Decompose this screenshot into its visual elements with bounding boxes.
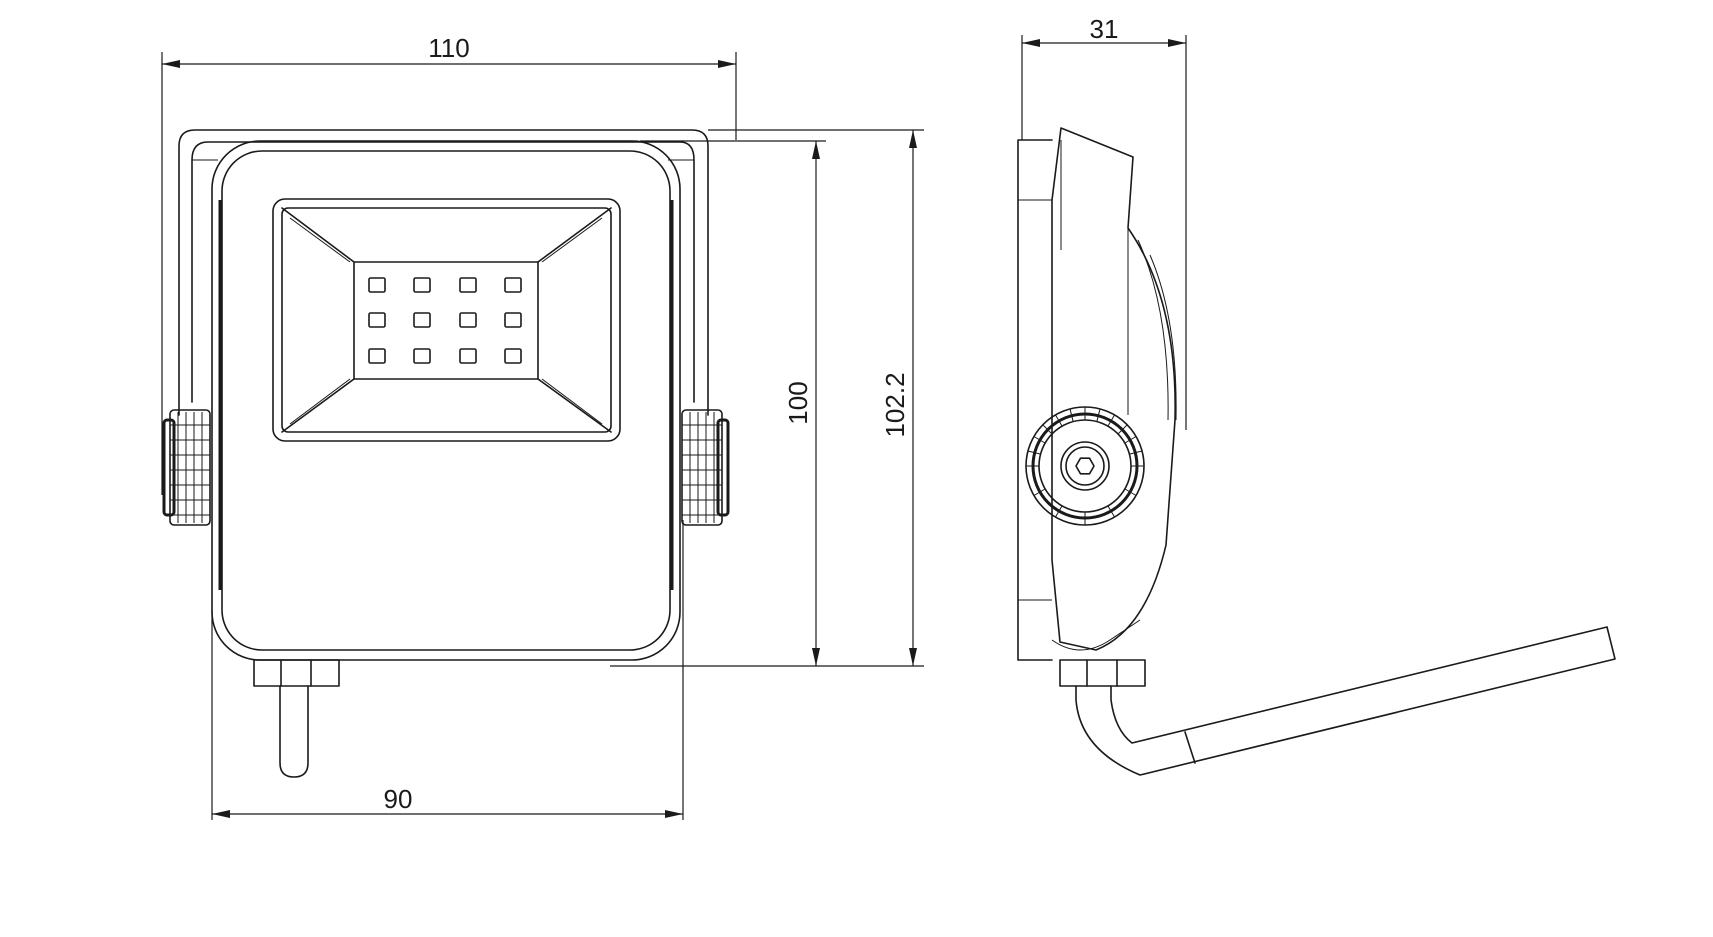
led-chip — [459, 277, 477, 293]
side-hinge-knob — [1025, 406, 1145, 526]
led-chip — [504, 277, 522, 293]
dim-depth: 31 — [1021, 14, 1187, 430]
dim-overall-height-label: 102.2 — [880, 372, 910, 437]
led-chip — [413, 277, 431, 293]
led-array — [368, 277, 522, 364]
led-chip — [368, 348, 386, 364]
led-chip — [504, 312, 522, 328]
led-chip — [504, 348, 522, 364]
dimension-lines: 110 90 31 100 — [161, 14, 1187, 820]
led-chip — [368, 312, 386, 328]
dim-body-width: 90 — [211, 520, 684, 820]
dim-body-width-label: 90 — [384, 784, 413, 814]
led-window — [272, 198, 621, 442]
led-chip — [413, 312, 431, 328]
led-chip — [459, 348, 477, 364]
dim-overall-height: 102.2 — [708, 129, 924, 667]
led-chip — [413, 348, 431, 364]
side-view — [1017, 127, 1616, 776]
dim-overall-width: 110 — [161, 33, 737, 495]
cable-gland-side — [1059, 659, 1146, 687]
power-cable — [1075, 626, 1616, 776]
dim-depth-label: 31 — [1090, 14, 1119, 44]
led-chip — [459, 312, 477, 328]
front-view — [162, 129, 730, 778]
dim-body-height-label: 100 — [783, 381, 813, 424]
left-hinge-knob — [162, 409, 211, 526]
wall-plate — [1017, 139, 1053, 661]
mounting-bracket — [178, 129, 709, 416]
dim-overall-width-label: 110 — [428, 33, 469, 63]
right-hinge-knob — [681, 409, 730, 526]
led-chip — [368, 277, 386, 293]
cable-gland-front — [253, 659, 340, 778]
side-housing — [1051, 127, 1177, 651]
housing — [211, 140, 681, 661]
dim-body-height: 100 — [610, 140, 826, 667]
